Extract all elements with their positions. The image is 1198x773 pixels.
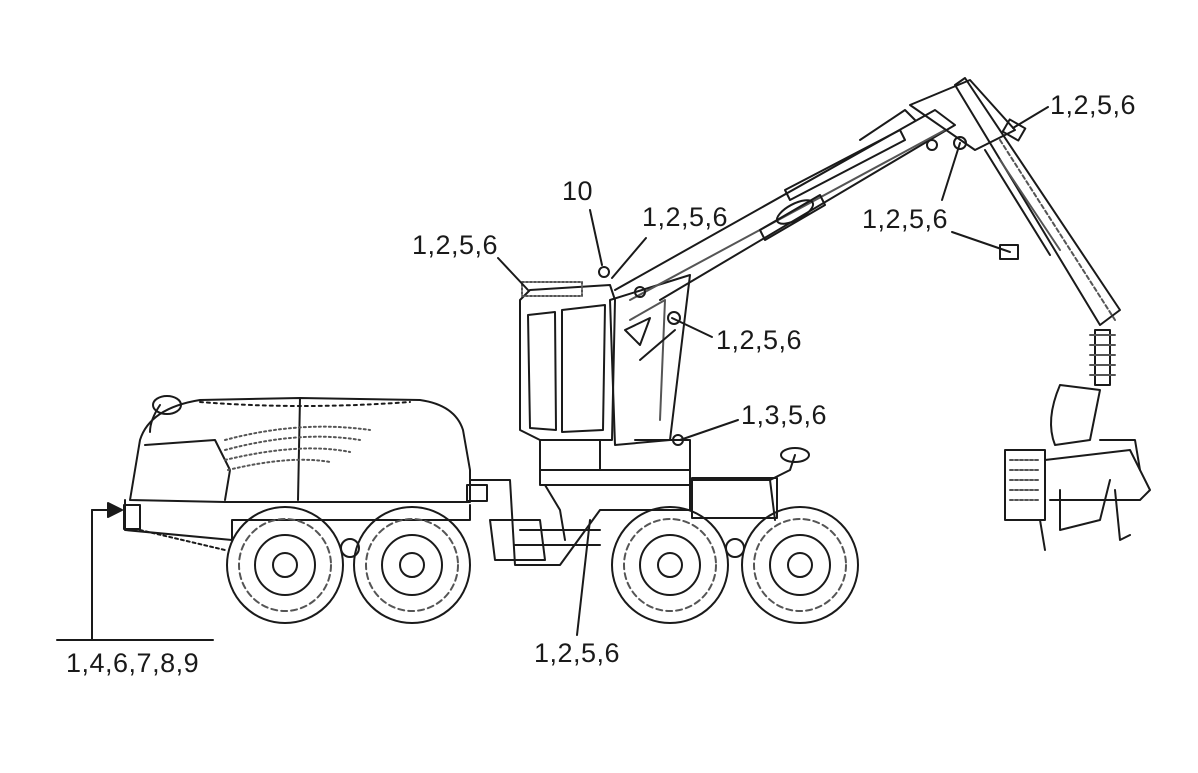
engine-hood xyxy=(129,395,488,503)
bogie-hubs xyxy=(340,538,745,558)
callout-boom-tip: 1,2,5,6 xyxy=(1050,90,1137,120)
wheel-rear-2 xyxy=(353,506,471,624)
callout-center-joint: 1,2,5,6 xyxy=(534,638,621,668)
leader-lines xyxy=(56,106,1049,641)
callout-crane-base: 1,3,5,6 xyxy=(741,400,828,430)
callout-boom-base: 1,2,5,6 xyxy=(642,202,729,232)
callout-rear-point: 1,4,6,7,8,9 xyxy=(66,648,200,678)
main-boom xyxy=(598,109,956,301)
chassis xyxy=(469,447,810,566)
wheel-rear-1 xyxy=(226,506,344,624)
wheel-front-2 xyxy=(741,506,859,624)
rear-frame xyxy=(123,499,471,551)
harvester-head xyxy=(1004,329,1151,551)
stick-boom xyxy=(909,77,1121,326)
wheel-front-1 xyxy=(611,506,729,624)
callout-cab-light: 10 xyxy=(562,176,594,206)
crane-pillar xyxy=(609,274,691,471)
callout-crane-joints: 1,2,5,6 xyxy=(862,204,949,234)
callout-cab-top: 1,2,5,6 xyxy=(412,230,499,260)
callout-crane-pillar: 1,2,5,6 xyxy=(716,325,803,355)
cab xyxy=(519,281,691,541)
